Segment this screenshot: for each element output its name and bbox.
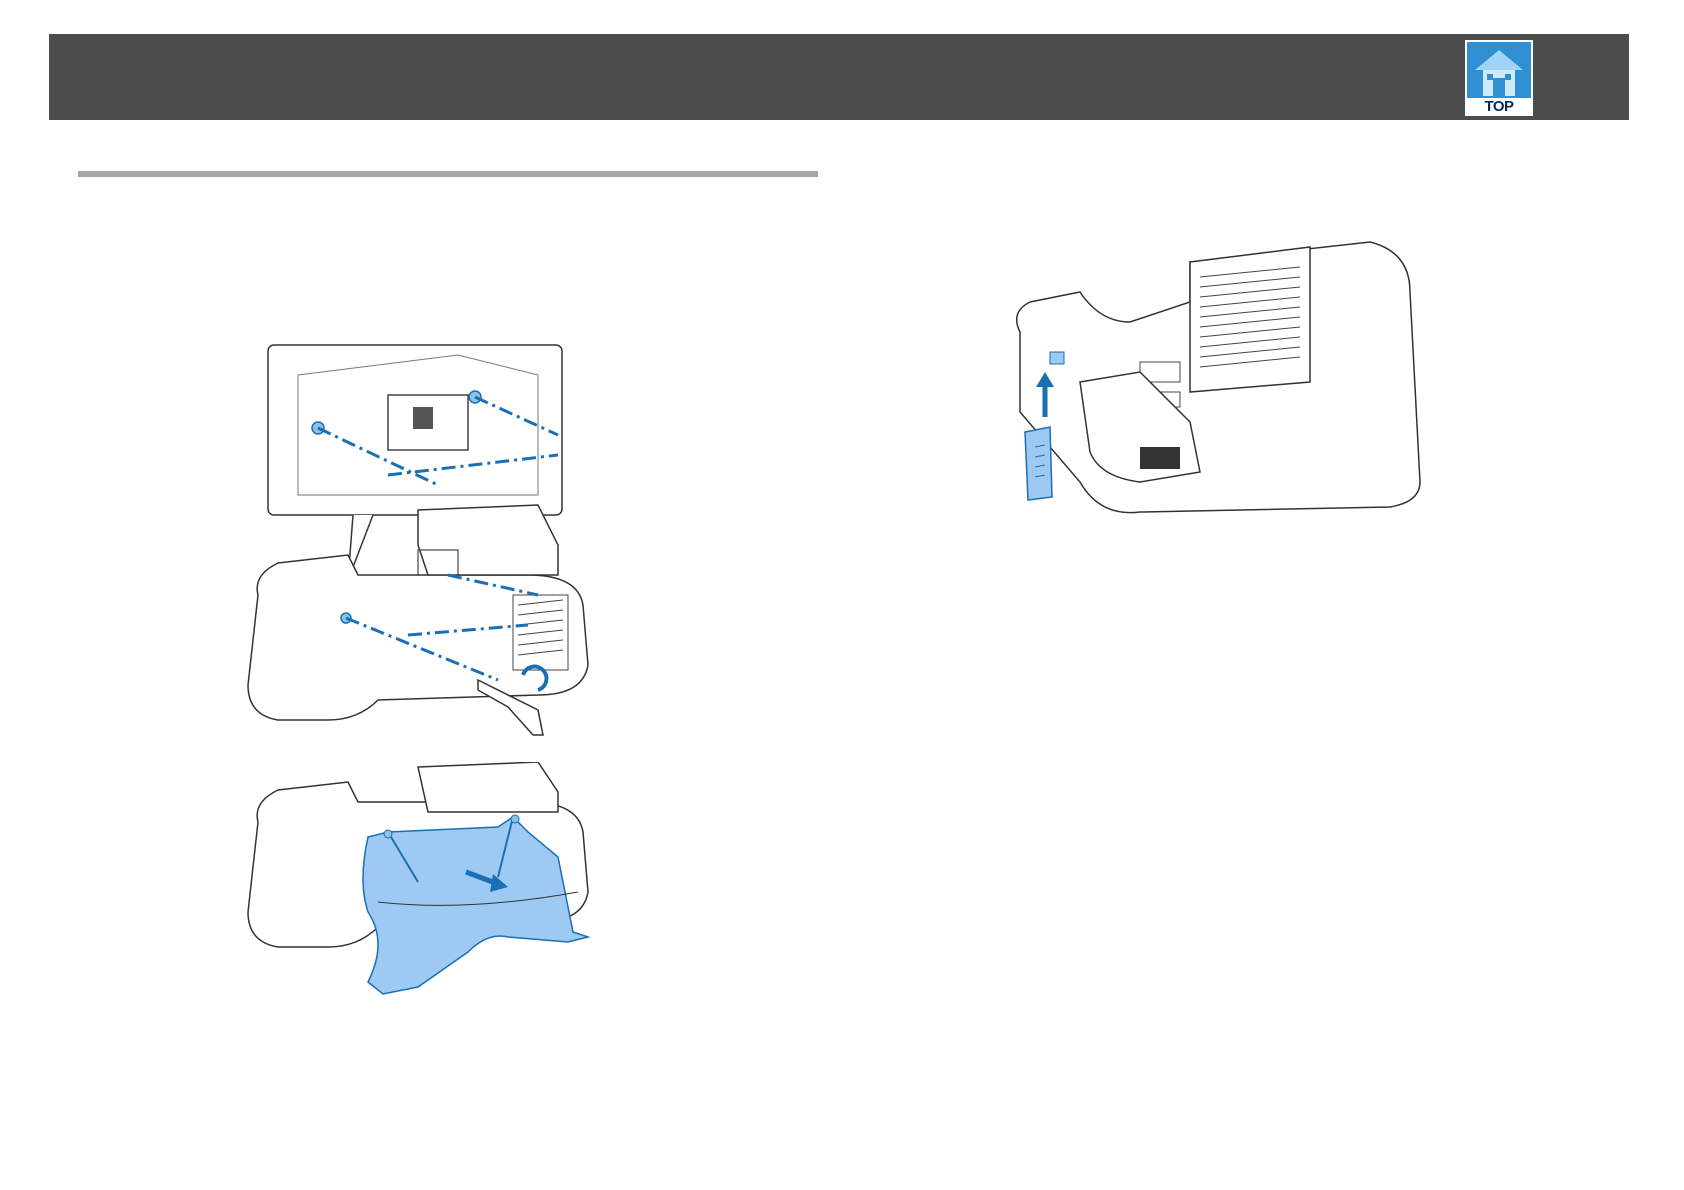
top-label: TOP: [1465, 98, 1533, 115]
projector-with-cover-icon: [238, 762, 648, 1032]
top-button[interactable]: TOP: [1465, 40, 1533, 116]
header-bar: [49, 34, 1629, 120]
projector-underside-icon: [990, 232, 1470, 552]
projector-with-screws-icon: [238, 335, 648, 755]
section-divider: [78, 171, 818, 177]
